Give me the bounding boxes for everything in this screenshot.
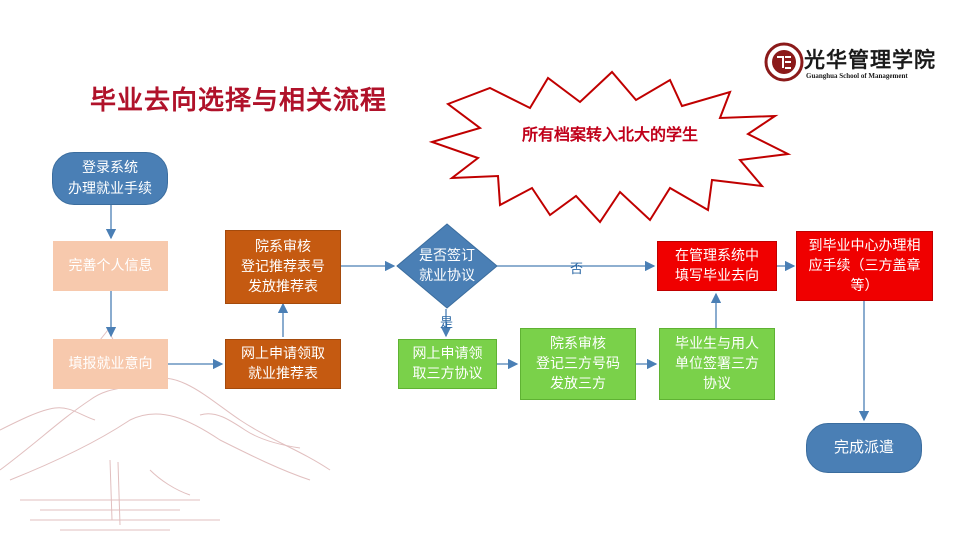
- node-sign-tripartite: 毕业生与用人 单位签署三方 协议: [659, 328, 775, 400]
- node-center-procedures: 到毕业中心办理相 应手续（三方盖章 等）: [796, 231, 933, 301]
- callout-text: 所有档案转入北大的学生: [521, 125, 698, 144]
- edge-label-yes: 是: [440, 316, 454, 331]
- node-dept-review-tripartite: 院系审核 登记三方号码 发放三方: [520, 328, 636, 400]
- node-complete-info: 完善个人信息: [53, 241, 168, 291]
- logo-chinese: 光华管理学院: [804, 47, 936, 72]
- logo-english: Guanghua School of Management: [806, 72, 908, 80]
- decision-diamond: [396, 223, 498, 309]
- node-login: 登录系统 办理就业手续: [52, 152, 168, 205]
- node-fill-intent: 填报就业意向: [53, 339, 168, 389]
- pku-seal-icon: [764, 42, 804, 82]
- page-title: 毕业去向选择与相关流程: [90, 86, 388, 116]
- node-decision: 是否签订 就业协议: [419, 247, 475, 284]
- edge-label-no: 否: [570, 262, 584, 277]
- node-fill-system: 在管理系统中 填写毕业去向: [657, 241, 777, 291]
- node-apply-tripartite: 网上申请领 取三方协议: [398, 339, 497, 389]
- node-dept-review-recommend: 院系审核 登记推荐表号 发放推荐表: [225, 230, 341, 304]
- node-complete-dispatch: 完成派遣: [806, 423, 922, 473]
- node-apply-recommend: 网上申请领取 就业推荐表: [225, 339, 341, 389]
